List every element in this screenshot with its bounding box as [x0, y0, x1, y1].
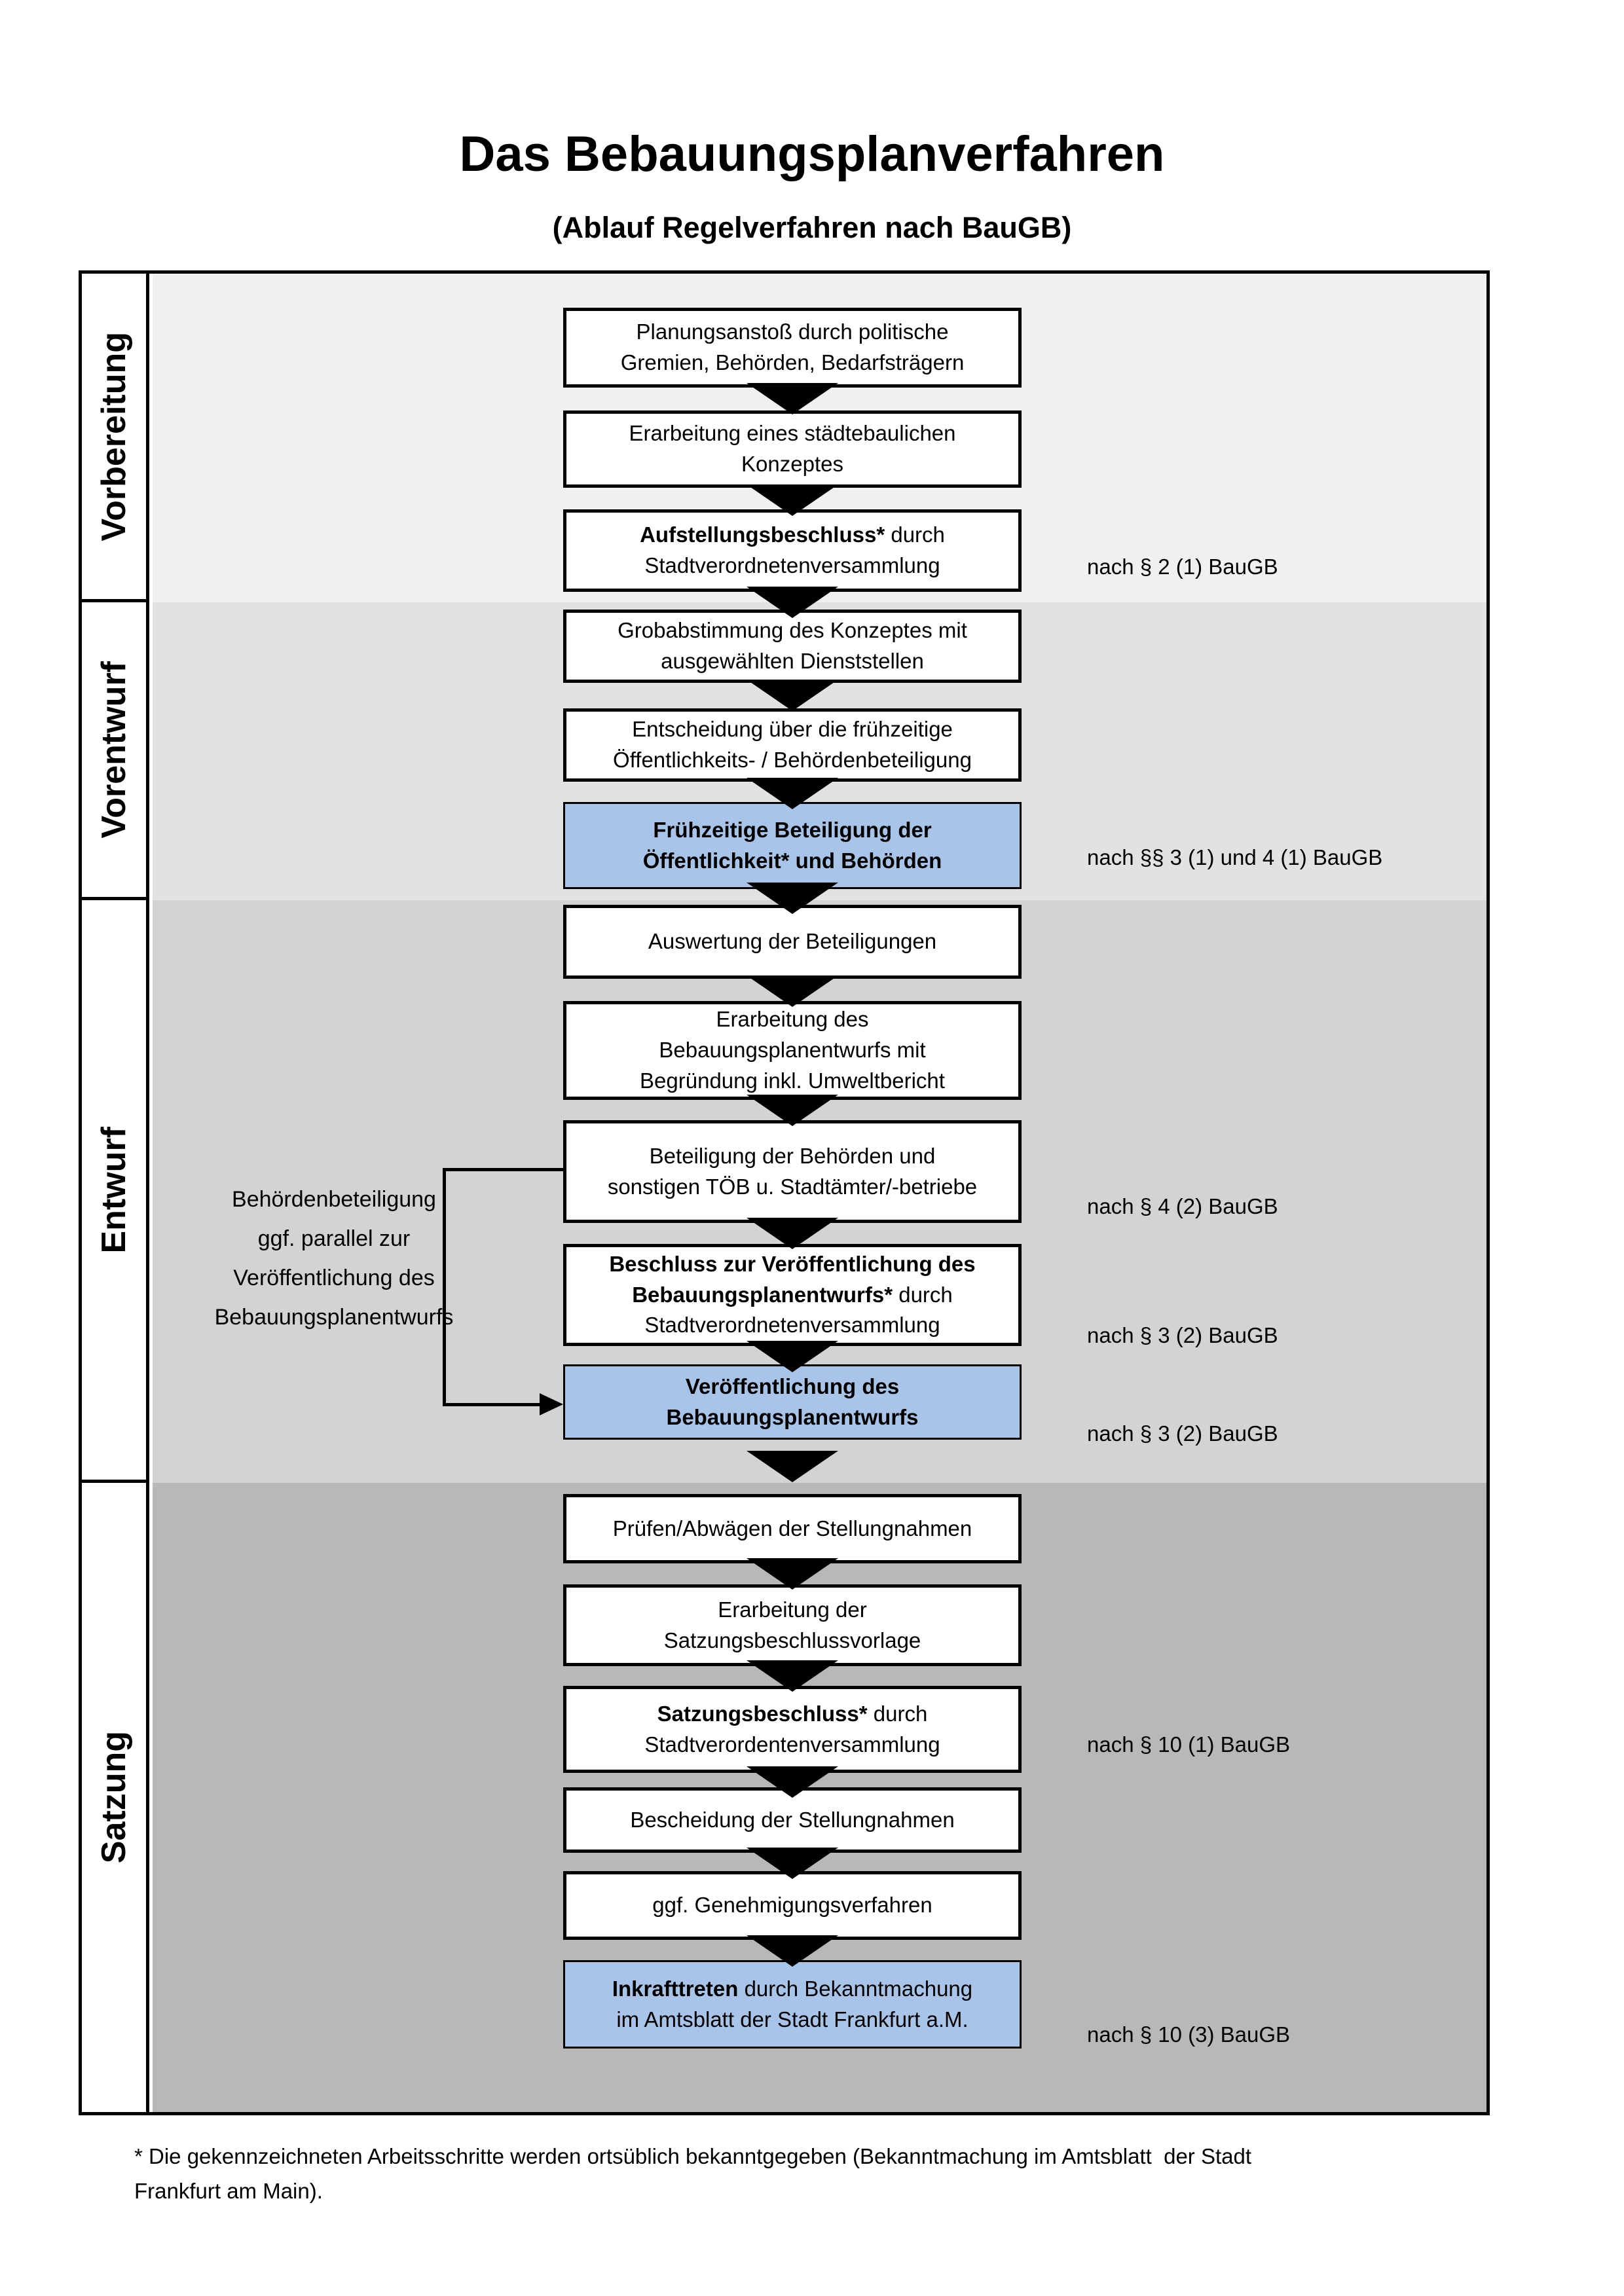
legal-reference: nach §§ 3 (1) und 4 (1) BauGB [1087, 845, 1383, 869]
flow-step-fruehzeitige-beteiligung: Frühzeitige Beteiligung der Öffentlichke… [563, 802, 1022, 889]
arrow-down-icon [747, 1558, 838, 1590]
phase-label-cell-vorbereitung: Vorbereitung [82, 274, 149, 602]
phase-label-cell-entwurf: Entwurf [82, 900, 149, 1483]
flow-step-aufstellungsbeschluss: Aufstellungsbeschluss* durch Stadtverord… [563, 509, 1022, 592]
arrow-down-icon [747, 975, 838, 1007]
arrow-down-icon [747, 680, 838, 711]
step-text: Beschluss zur Veröffentlichung des Bebau… [609, 1251, 976, 1338]
flow-step-konzept-erarbeitung: Erarbeitung eines städtebaulichen Konzep… [563, 410, 1022, 488]
bracket-arrow-right-icon [540, 1393, 563, 1415]
flow-step-behoerdenbeteiligung: Beteiligung der Behörden und sonstigen T… [563, 1120, 1022, 1223]
step-text: Aufstellungsbeschluss* durch Stadtverord… [640, 522, 945, 577]
arrow-down-icon [747, 778, 838, 809]
arrow-down-icon [747, 484, 838, 516]
legal-reference: nach § 4 (2) BauGB [1087, 1194, 1278, 1218]
step-text: Auswertung der Beteiligungen [648, 929, 937, 954]
legal-reference: nach § 10 (1) BauGB [1087, 1732, 1291, 1757]
step-text: Veröffentlichung des Bebauungsplanentwur… [666, 1374, 919, 1429]
phase-label-entwurf: Entwurf [95, 1126, 133, 1254]
side-annotation: Behördenbeteiligung ggf. parallel zur Ve… [214, 1187, 454, 1330]
flow-step-entscheidung-beteiligung: Entscheidung über die frühzeitige Öffent… [563, 708, 1022, 782]
step-text: Erarbeitung der Satzungsbeschlussvorlage [663, 1597, 921, 1652]
phase-label-satzung: Satzung [95, 1731, 133, 1864]
flow-step-auswertung: Auswertung der Beteiligungen [563, 905, 1022, 979]
step-text: Inkrafttreten durch Bekanntmachung im Am… [612, 1976, 973, 2032]
flow-step-satzungsvorlage: Erarbeitung der Satzungsbeschlussvorlage [563, 1584, 1022, 1666]
legal-reference: nach § 3 (2) BauGB [1087, 1323, 1278, 1347]
flow-step-satzungsbeschluss: Satzungsbeschluss* durch Stadtverordente… [563, 1686, 1022, 1773]
flow-step-veroeffentlichungsbeschluss: Beschluss zur Veröffentlichung des Bebau… [563, 1244, 1022, 1346]
arrow-down-icon [747, 1218, 838, 1249]
arrow-down-icon [747, 1935, 838, 1967]
step-text: Entscheidung über die frühzeitige Öffent… [613, 717, 972, 772]
page-subtitle: (Ablauf Regelverfahren nach BauGB) [552, 211, 1072, 244]
bracket-line-bottom [443, 1403, 541, 1406]
step-text: ggf. Genehmigungsverfahren [652, 1893, 932, 1918]
bracket-line-vertical [443, 1168, 446, 1406]
step-text: Grobabstimmung des Konzeptes mit ausgewä… [618, 618, 967, 673]
phase-label-vorentwurf: Vorentwurf [95, 661, 133, 839]
legal-reference: nach § 2 (1) BauGB [1087, 555, 1278, 579]
legal-reference: nach § 3 (2) BauGB [1087, 1421, 1278, 1446]
bracket-line-top [443, 1168, 563, 1171]
phase-label-vorbereitung: Vorbereitung [95, 331, 133, 541]
step-text: Beteiligung der Behörden und sonstigen T… [607, 1143, 978, 1199]
arrow-down-icon [747, 1451, 838, 1482]
flow-step-pruefen-abwaegen: Prüfen/Abwägen der Stellungnahmen [563, 1494, 1022, 1563]
flow-step-veroeffentlichung: Veröffentlichung des Bebauungsplanentwur… [563, 1364, 1022, 1440]
arrow-down-icon [747, 883, 838, 914]
flow-step-genehmigungsverfahren: ggf. Genehmigungsverfahren [563, 1871, 1022, 1940]
step-text: Frühzeitige Beteiligung der Öffentlichke… [642, 817, 942, 873]
arrow-down-icon [747, 1341, 838, 1372]
arrow-down-icon [747, 1766, 838, 1798]
arrow-down-icon [747, 1660, 838, 1692]
footnote: * Die gekennzeichneten Arbeitsschritte w… [134, 2144, 1252, 2203]
step-text: Prüfen/Abwägen der Stellungnahmen [612, 1516, 972, 1540]
step-text: Erarbeitung eines städtebaulichen Konzep… [629, 421, 956, 476]
page-title: Das Bebauungsplanverfahren [459, 126, 1165, 182]
flow-step-grobabstimmung: Grobabstimmung des Konzeptes mit ausgewä… [563, 610, 1022, 683]
step-text: Erarbeitung des Bebauungsplanentwurfs mi… [640, 1007, 945, 1093]
arrow-down-icon [747, 587, 838, 618]
legal-reference: nach § 10 (3) BauGB [1087, 2022, 1291, 2047]
flow-step-entwurf-erarbeitung: Erarbeitung des Bebauungsplanentwurfs mi… [563, 1001, 1022, 1100]
arrow-down-icon [747, 383, 838, 414]
step-text: Planungsanstoß durch politische Gremien,… [620, 319, 965, 374]
phase-label-cell-vorentwurf: Vorentwurf [82, 602, 149, 900]
step-text: Bescheidung der Stellungnahmen [630, 1807, 955, 1832]
phase-label-cell-satzung: Satzung [82, 1483, 149, 2112]
arrow-down-icon [747, 1095, 838, 1126]
flow-step-planungsanstoss: Planungsanstoß durch politische Gremien,… [563, 308, 1022, 388]
arrow-down-icon [747, 1848, 838, 1879]
flow-step-bescheidung: Bescheidung der Stellungnahmen [563, 1787, 1022, 1853]
step-text: Satzungsbeschluss* durch Stadtverordente… [644, 1701, 940, 1757]
flow-step-inkrafttreten: Inkrafttreten durch Bekanntmachung im Am… [563, 1960, 1022, 2049]
